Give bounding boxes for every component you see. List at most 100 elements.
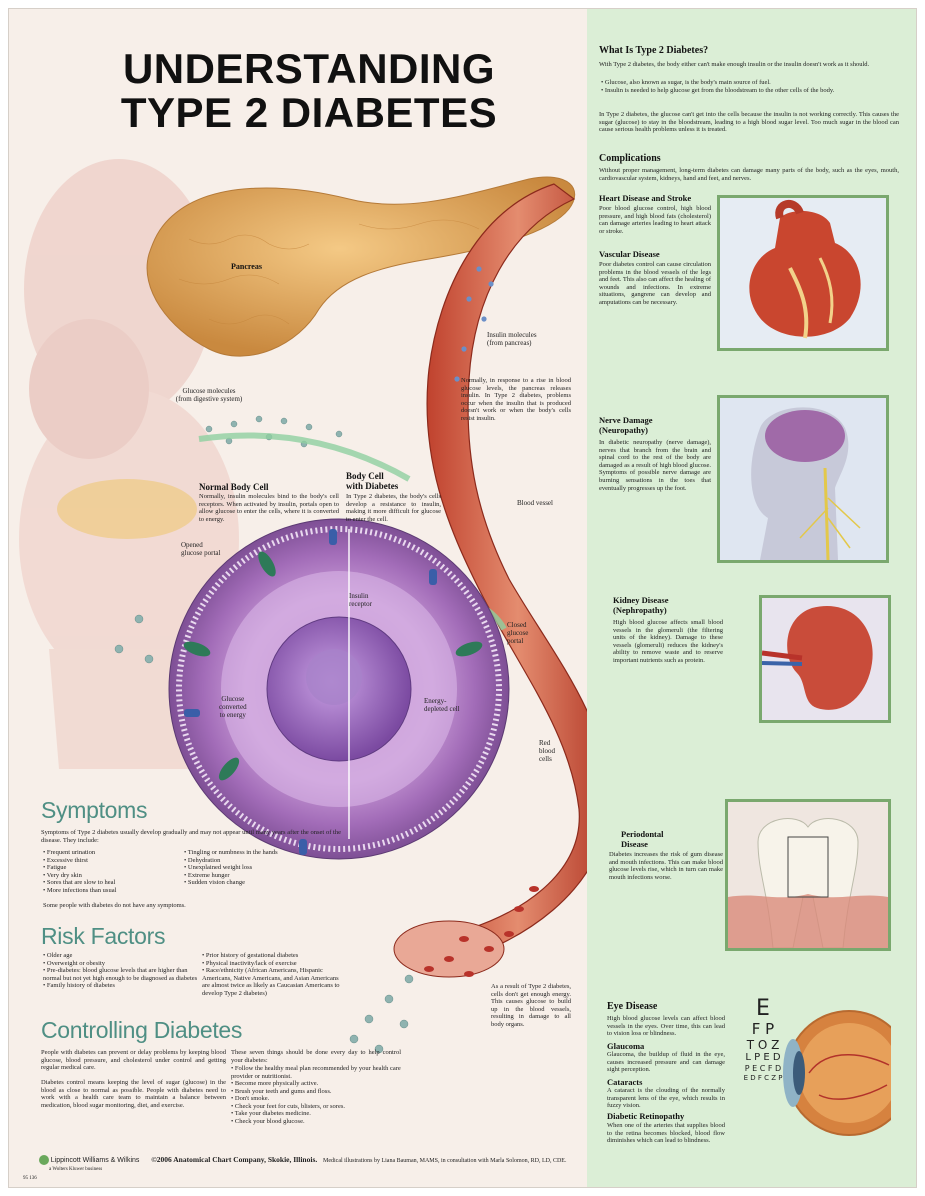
heart-heading: Heart Disease and Stroke bbox=[599, 193, 692, 203]
title-line-2: TYPE 2 DIABETES bbox=[120, 89, 498, 136]
eye-chart-row: E bbox=[756, 997, 770, 1021]
list-item: Check your blood glucose. bbox=[231, 1118, 406, 1126]
list-item: Excessive thirst bbox=[43, 857, 183, 865]
symptoms-list-1: Frequent urination Excessive thirst Fati… bbox=[43, 849, 183, 894]
publisher-icon bbox=[39, 1155, 49, 1166]
list-item: Prior history of gestational diabetes bbox=[202, 952, 344, 960]
poster: UNDERSTANDING TYPE 2 DIABETES Pancreas G… bbox=[8, 8, 917, 1188]
risk-heading: Risk Factors bbox=[41, 923, 166, 949]
risk-list-2: Prior history of gestational diabetes Ph… bbox=[202, 952, 344, 997]
body-cell bbox=[168, 518, 510, 860]
vascular-text: Poor diabetes control can cause circulat… bbox=[599, 261, 711, 306]
eye-chart: E F P T O Z L P E D P E C F D E D F C Z … bbox=[733, 997, 793, 1083]
periodontal-heading: Periodontal Disease bbox=[621, 829, 664, 849]
list-item: Physical inactivity/lack of exercise bbox=[202, 960, 344, 968]
complications-text: Without proper management, long-term dia… bbox=[599, 167, 899, 182]
controlling-heading: Controlling Diabetes bbox=[41, 1017, 243, 1043]
list-item: Family history of diabetes bbox=[43, 982, 198, 990]
pancreas-organ bbox=[146, 176, 576, 357]
cataracts-text: A cataract is the clouding of the normal… bbox=[607, 1087, 725, 1110]
retinopathy-text: When one of the arteries that supplies b… bbox=[607, 1122, 725, 1145]
diabetes-cell-title: Body Cell with Diabetes bbox=[346, 471, 399, 491]
list-item: Older age bbox=[43, 952, 198, 960]
nerve-heading: Nerve Damage (Neuropathy) bbox=[599, 415, 653, 435]
eye-heading: Eye Disease bbox=[607, 1001, 658, 1012]
pancreas-label: Pancreas bbox=[231, 262, 262, 271]
list-item: Extreme hunger bbox=[184, 872, 334, 880]
insulin-molecules-label: Insulin molecules (from pancreas) bbox=[487, 331, 537, 347]
controlling-list: Follow the healthy meal plan recommended… bbox=[231, 1065, 406, 1125]
list-item: Sudden vision change bbox=[184, 879, 334, 887]
heart-image bbox=[717, 195, 889, 351]
what-p1: With Type 2 diabetes, the body either ca… bbox=[599, 61, 870, 68]
list-item: Overweight or obesity bbox=[43, 960, 198, 968]
list-item: Don't smoke. bbox=[231, 1095, 406, 1103]
list-item: Check your feet for cuts, blisters, or s… bbox=[231, 1103, 406, 1111]
normal-cell-text: Normally, insulin molecules bind to the … bbox=[199, 493, 339, 523]
controlling-intro: These seven things should be done every … bbox=[231, 1049, 401, 1064]
list-item: Take your diabetes medicine. bbox=[231, 1110, 406, 1118]
red-blood-label: Red blood cells bbox=[539, 739, 555, 763]
kidney-text: High blood glucose affects small blood v… bbox=[613, 619, 723, 664]
eye-image: E F P T O Z L P E D P E C F D E D F C Z … bbox=[729, 997, 895, 1147]
symptoms-note: Some people with diabetes do not have an… bbox=[43, 902, 186, 909]
list-item: Glucose, also known as sugar, is the bod… bbox=[601, 79, 901, 87]
glucose-molecules-label: Glucose molecules (from digestive system… bbox=[175, 387, 243, 403]
eye-chart-row: T O Z bbox=[746, 1038, 780, 1052]
glaucoma-heading: Glaucoma bbox=[607, 1041, 645, 1051]
poster-title: UNDERSTANDING TYPE 2 DIABETES bbox=[49, 47, 569, 135]
list-item: Brush your teeth and gums and floss. bbox=[231, 1088, 406, 1096]
list-item: Follow the healthy meal plan recommended… bbox=[231, 1065, 406, 1080]
controlling-p1: People with diabetes can prevent or dela… bbox=[41, 1049, 226, 1072]
list-item: Very dry skin bbox=[43, 872, 183, 880]
list-item: Frequent urination bbox=[43, 849, 183, 857]
tooth-image bbox=[725, 799, 891, 951]
diabetes-cell-text: In Type 2 diabetes, the body's cells dev… bbox=[346, 493, 441, 523]
risk-list-1: Older age Overweight or obesity Pre-diab… bbox=[43, 952, 198, 990]
publisher-sub: a Wolters Kluwer business bbox=[49, 1167, 103, 1172]
eye-chart-row: L P E D bbox=[745, 1052, 781, 1063]
result-text: As a result of Type 2 diabetes, cells do… bbox=[491, 983, 571, 1028]
eye-chart-row: P E C F D bbox=[744, 1064, 782, 1073]
kidney-image bbox=[759, 595, 891, 723]
eye-text: High blood glucose levels can affect blo… bbox=[607, 1015, 725, 1038]
credits: Medical illustrations by Liana Bauman, M… bbox=[322, 1158, 567, 1164]
title-line-1: UNDERSTANDING bbox=[122, 45, 496, 92]
symptoms-list-2: Tingling or numbness in the hands Dehydr… bbox=[184, 849, 334, 887]
eye-chart-row: E D F C Z P bbox=[743, 1074, 783, 1082]
energy-depleted-label: Energy- depleted cell bbox=[424, 697, 460, 713]
complications-heading: Complications bbox=[599, 153, 661, 164]
what-list: Glucose, also known as sugar, is the bod… bbox=[601, 79, 901, 94]
eye-chart-row: F P bbox=[751, 1020, 775, 1038]
cataracts-heading: Cataracts bbox=[607, 1077, 643, 1087]
normally-text: Normally, in response to a rise in blood… bbox=[461, 377, 571, 422]
copyright: ©2006 Anatomical Chart Company, Skokie, … bbox=[151, 1155, 318, 1164]
what-p2: In Type 2 diabetes, the glucose can't ge… bbox=[599, 111, 899, 134]
opened-portal-label: Opened glucose portal bbox=[181, 541, 221, 557]
product-code: 95 136 bbox=[23, 1176, 37, 1181]
list-item: Sores that are slow to heal bbox=[43, 879, 183, 887]
list-item: Become more physically active. bbox=[231, 1080, 406, 1088]
list-item: Dehydration bbox=[184, 857, 334, 865]
insulin-receptor-label: Insulin receptor bbox=[349, 592, 372, 608]
glaucoma-text: Glaucoma, the buildup of fluid in the ey… bbox=[607, 1051, 725, 1074]
retinopathy-heading: Diabetic Retinopathy bbox=[607, 1111, 685, 1121]
nerve-image bbox=[717, 395, 889, 563]
heart-text: Poor blood glucose control, high blood p… bbox=[599, 205, 711, 235]
closed-portal-label: Closed glucose portal bbox=[507, 621, 529, 645]
kidney-heading: Kidney Disease (Nephropathy) bbox=[613, 595, 669, 615]
nerve-text: In diabetic neuropathy (nerve damage), n… bbox=[599, 439, 711, 492]
list-item: Fatigue bbox=[43, 864, 183, 872]
main-illustration bbox=[19, 159, 587, 1054]
periodontal-text: Diabetes increases the risk of gum disea… bbox=[609, 851, 723, 881]
what-heading: What Is Type 2 Diabetes? bbox=[599, 45, 709, 56]
small-pancreas bbox=[57, 479, 197, 539]
publisher-name: Lippincott Williams & Wilkins bbox=[50, 1157, 140, 1164]
footer: Lippincott Williams & Wilkins ©2006 Anat… bbox=[39, 1155, 567, 1166]
controlling-p2: Diabetes control means keeping the level… bbox=[41, 1079, 226, 1109]
list-item: More infections than usual bbox=[43, 887, 183, 895]
vascular-heading: Vascular Disease bbox=[599, 249, 660, 259]
list-item: Pre-diabetes: blood glucose levels that … bbox=[43, 967, 198, 982]
symptoms-intro: Symptoms of Type 2 diabetes usually deve… bbox=[41, 829, 341, 844]
symptoms-heading: Symptoms bbox=[41, 797, 148, 823]
